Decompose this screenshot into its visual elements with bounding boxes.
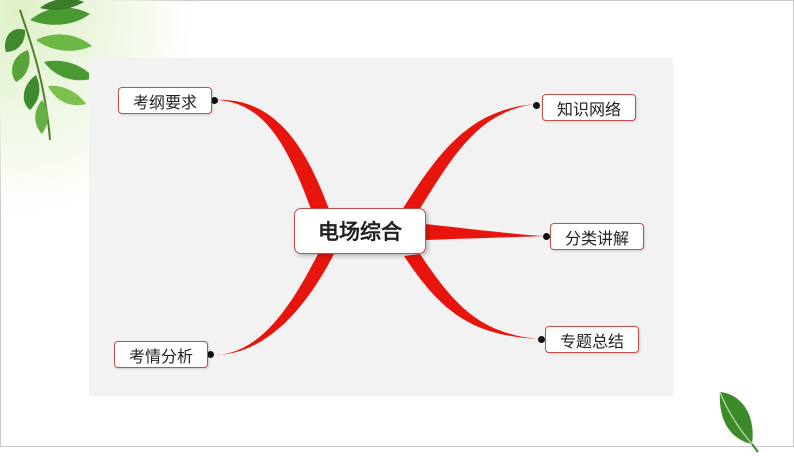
green-leaf-icon — [719, 391, 759, 453]
node-kaoqing[interactable]: 考情分析 — [114, 341, 208, 368]
node-fenlei[interactable]: 分类讲解 — [550, 223, 644, 250]
connector-dot-zhishi — [533, 102, 540, 109]
branch-kaoqing — [212, 254, 334, 356]
center-node[interactable]: 电场综合 — [294, 208, 426, 254]
branch-fenlei — [425, 224, 546, 240]
connector-dot-kaoqing — [207, 351, 214, 358]
branch-zhuanti — [404, 254, 540, 339]
node-zhuanti[interactable]: 专题总结 — [545, 326, 639, 353]
branch-kaogang — [216, 99, 330, 212]
connector-dot-kaogang — [211, 97, 218, 104]
branch-zhishi — [402, 104, 535, 212]
connector-dot-zhuanti — [538, 336, 545, 343]
connector-dot-fenlei — [543, 233, 550, 240]
node-kaogang[interactable]: 考纲要求 — [118, 87, 212, 114]
node-zhishi[interactable]: 知识网络 — [542, 94, 636, 121]
green-leaves-icon — [4, 0, 94, 141]
